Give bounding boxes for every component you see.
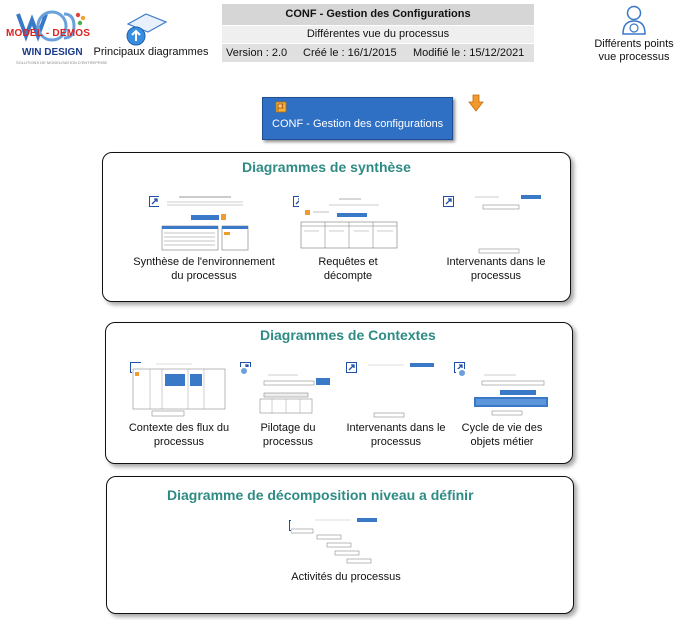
version-text: Version : 2.0 bbox=[226, 47, 288, 59]
logo-graphic bbox=[16, 10, 86, 42]
requests-count-caption: Requêtes et décompte bbox=[318, 256, 378, 282]
business-object-lifecycle-caption: Cycle de vie des objets métier bbox=[461, 422, 543, 448]
business-object-lifecycle-item[interactable]: Cycle de vie des objets métier bbox=[452, 359, 552, 459]
contexts-section: Diagrammes de Contextes Contexte des flu… bbox=[105, 322, 573, 464]
synthesis-environment-item[interactable]: Synthèse de l'environnement du processus bbox=[131, 191, 277, 291]
flow-context-caption: Contexte des flux du processus bbox=[128, 422, 230, 448]
page-title: CONF - Gestion des Configurations bbox=[222, 4, 534, 25]
user-badge-icon bbox=[622, 5, 646, 35]
main-diagrams-link[interactable]: Principaux diagrammes bbox=[92, 12, 210, 62]
logo-tagline: SOLUTIONS DE MODELISATION D'ENTREPRISE bbox=[16, 60, 108, 65]
process-actors-caption: Intervenants dans le processus bbox=[446, 256, 546, 282]
requests-count-thumbnail bbox=[299, 195, 399, 253]
logo-brand-text: WIN DESIGN bbox=[22, 47, 83, 58]
process-actors-item[interactable]: Intervenants dans le processus bbox=[441, 191, 551, 291]
synthesis-environment-caption: Synthèse de l'environnement du processus bbox=[133, 256, 275, 282]
meta-bar: Version : 2.0 Créé le : 16/1/2015 Modifi… bbox=[222, 44, 534, 62]
business-object-lifecycle-thumbnail bbox=[456, 369, 550, 421]
process-activities-thumbnail bbox=[291, 517, 381, 565]
page-subtitle: Différentes vue du processus bbox=[222, 26, 534, 43]
created-date: Créé le : 16/1/2015 bbox=[303, 47, 397, 59]
process-steering-thumbnail bbox=[238, 367, 334, 419]
shortcut-link-icon[interactable] bbox=[443, 196, 454, 207]
conf-main-button[interactable]: CONF - Gestion des configurations bbox=[262, 97, 453, 140]
flag-icon bbox=[275, 101, 287, 113]
requests-count-item[interactable]: Requêtes et décompte bbox=[293, 191, 403, 291]
context-actors-item[interactable]: Intervenants dans le processus bbox=[342, 359, 450, 459]
process-steering-item[interactable]: Pilotage du processus bbox=[234, 359, 336, 459]
process-views-link[interactable]: Différents points vue processus bbox=[586, 4, 682, 66]
synthesis-environment-thumbnail bbox=[159, 195, 251, 253]
process-activities-caption: Activités du processus bbox=[291, 571, 401, 583]
decomposition-section-title: Diagramme de décomposition niveau a défi… bbox=[167, 487, 474, 503]
decomposition-section: Diagramme de décomposition niveau a défi… bbox=[106, 476, 574, 614]
logo-model-text: MODEL - DEMOS bbox=[6, 28, 91, 39]
process-views-label: Différents points vue processus bbox=[594, 38, 674, 63]
stack-up-icon bbox=[126, 13, 168, 46]
process-steering-caption: Pilotage du processus bbox=[260, 422, 316, 448]
main-diagrams-label: Principaux diagrammes bbox=[93, 46, 209, 58]
flow-context-item[interactable]: Contexte des flux du processus bbox=[126, 359, 232, 459]
process-actors-thumbnail bbox=[473, 195, 543, 255]
context-actors-caption: Intervenants dans le processus bbox=[346, 422, 446, 448]
windesign-logo: MODEL - DEMOS WIN DESIGN SOLUTIONS DE MO… bbox=[6, 6, 107, 65]
shortcut-link-icon[interactable] bbox=[346, 362, 357, 373]
context-actors-thumbnail bbox=[364, 363, 446, 419]
synthesis-section: Diagrammes de synthèse Synthèse de l'env… bbox=[102, 152, 571, 302]
flow-context-thumbnail bbox=[132, 363, 226, 419]
modified-date: Modifié le : 15/12/2021 bbox=[413, 47, 525, 59]
orange-down-arrow-icon[interactable] bbox=[468, 94, 484, 112]
conf-main-button-label: CONF - Gestion des configurations bbox=[272, 118, 444, 130]
process-activities-item[interactable]: Activités du processus bbox=[281, 517, 411, 587]
contexts-section-title: Diagrammes de Contextes bbox=[260, 327, 436, 343]
synthesis-section-title: Diagrammes de synthèse bbox=[242, 159, 411, 175]
